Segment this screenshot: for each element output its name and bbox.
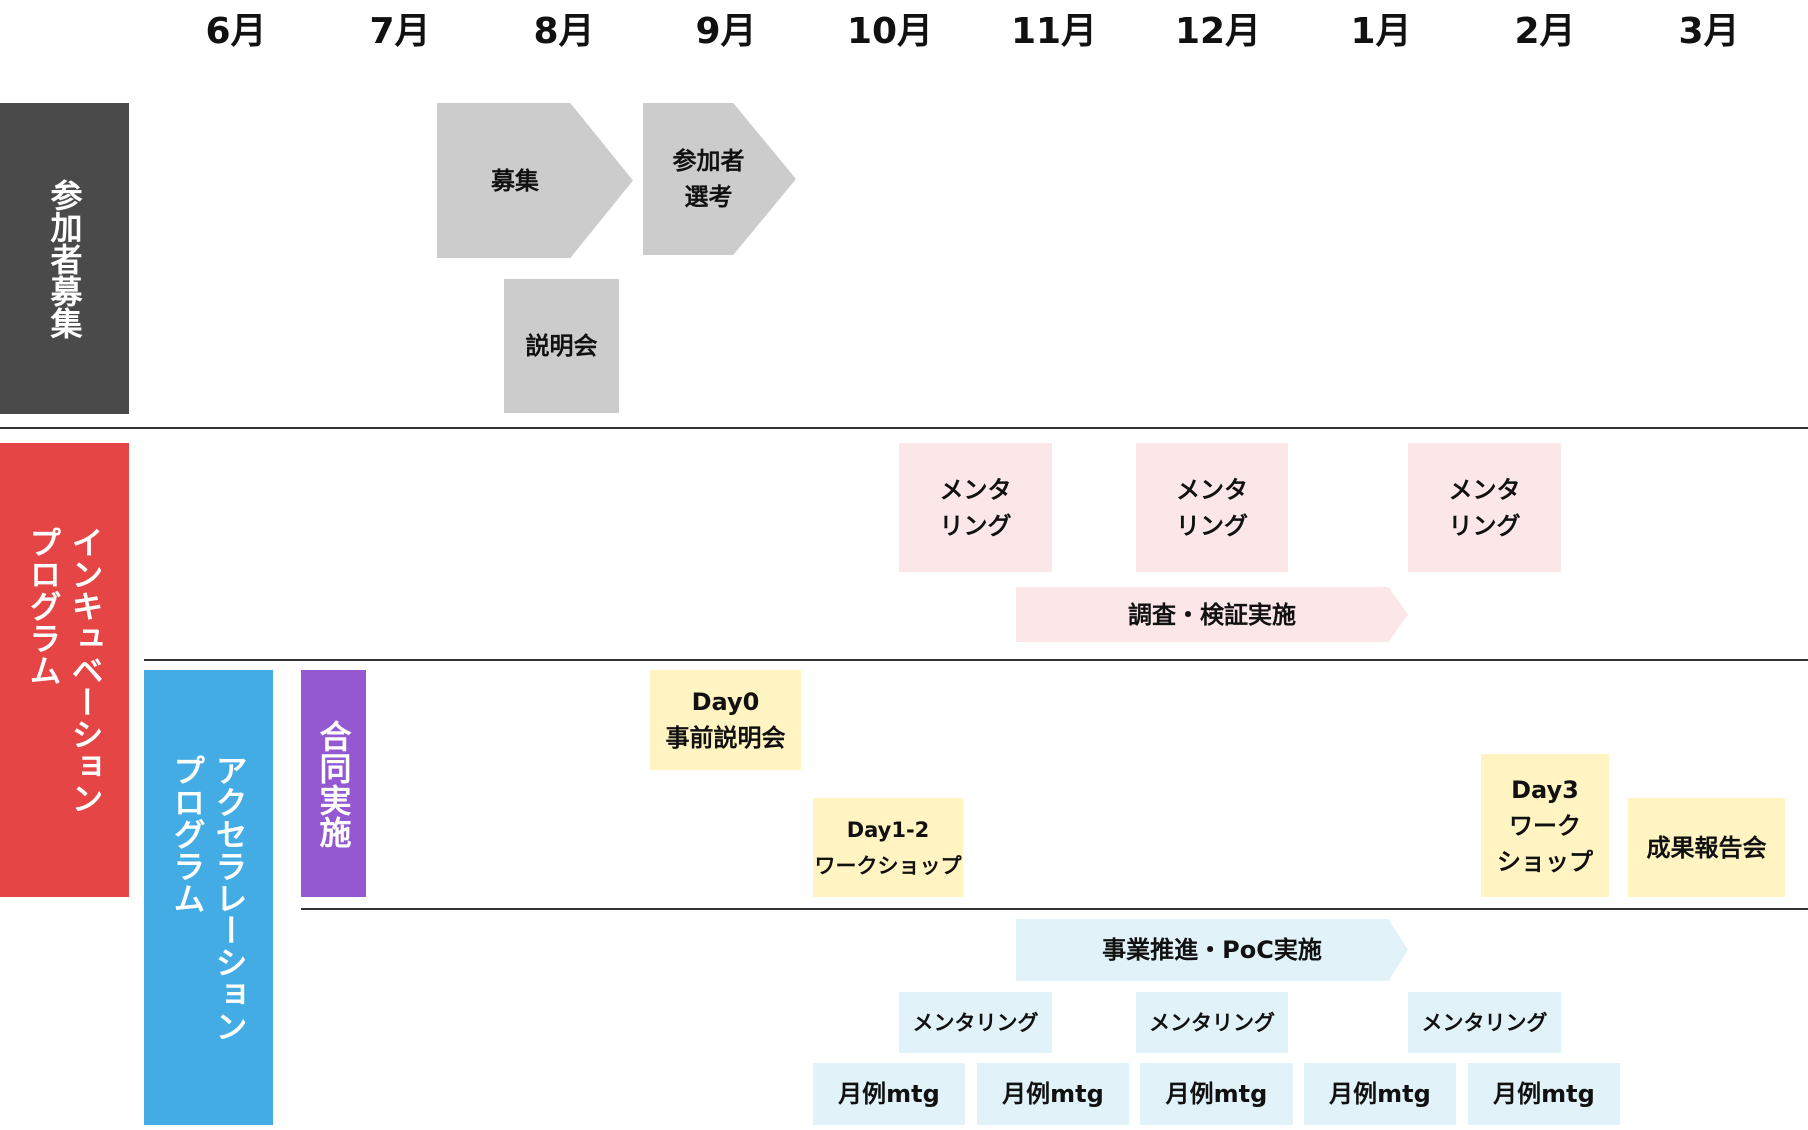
month-label: 6月 — [205, 11, 267, 52]
month-label: 1月 — [1350, 11, 1412, 52]
briefing-text: 説明会 — [525, 332, 598, 360]
mentoring-text: メンタリング — [1149, 1010, 1275, 1035]
monthly-meeting-text: 月例mtg — [1165, 1080, 1268, 1108]
incubation-section-label: インキュベーション プログラム — [0, 443, 129, 897]
monthly-meeting-box: 月例mtg — [1304, 1063, 1456, 1125]
section-divider — [301, 908, 1808, 910]
month-label: 7月 — [369, 11, 431, 52]
final-report-box: 成果報告会 — [1628, 798, 1785, 897]
month-label: 10月 — [846, 11, 934, 52]
briefing-box: 説明会 — [504, 279, 619, 413]
accelerator-label-line1: アクセラレーション — [210, 753, 249, 1042]
incubation-mentoring-box: メンタ リング — [1408, 443, 1561, 572]
recruit-arrow: 募集 — [437, 103, 633, 258]
day3-text: Day3 ワーク ショップ — [1497, 775, 1593, 876]
accelerator-mentoring-box: メンタリング — [899, 992, 1052, 1053]
monthly-meeting-text: 月例mtg — [1493, 1080, 1595, 1108]
recruit-section-label: 参加者募集 — [0, 103, 129, 414]
month-label: 12月 — [1174, 11, 1262, 52]
mentoring-text: メンタ リング — [1176, 475, 1248, 540]
month-label: 8月 — [533, 11, 595, 52]
monthly-meeting-box: 月例mtg — [1468, 1063, 1620, 1125]
month-label: 9月 — [695, 11, 757, 52]
joint-section-label: 合同実施 — [301, 670, 366, 897]
poc-arrow: 事業推進・PoC実施 — [1016, 919, 1408, 981]
accelerator-section-label: アクセラレーション プログラム — [144, 670, 273, 1125]
day0-text: Day0 事前説明会 — [665, 688, 786, 752]
selection-arrow-text: 参加者 選考 — [672, 147, 745, 211]
section-divider — [144, 659, 1808, 661]
incubation-mentoring-box: メンタ リング — [899, 443, 1052, 572]
incubation-label-line2: プログラム — [24, 526, 63, 686]
monthly-meeting-text: 月例mtg — [838, 1080, 940, 1108]
mentoring-text: メンタ リング — [1448, 475, 1521, 540]
joint-section-text: 合同実施 — [314, 719, 353, 848]
accelerator-mentoring-box: メンタリング — [1136, 992, 1288, 1053]
accelerator-mentoring-box: メンタリング — [1408, 992, 1561, 1053]
monthly-meeting-text: 月例mtg — [1329, 1080, 1431, 1108]
month-label: 2月 — [1514, 11, 1576, 52]
incubation-mentoring-box: メンタ リング — [1136, 443, 1288, 572]
day3-box: Day3 ワーク ショップ — [1481, 754, 1609, 897]
mentoring-text: メンタリング — [912, 1010, 1039, 1035]
accelerator-label-line2: プログラム — [168, 753, 207, 914]
monthly-meeting-box: 月例mtg — [1140, 1063, 1293, 1125]
recruit-section-text: 参加者募集 — [45, 178, 84, 339]
mentoring-text: メンタ リング — [939, 475, 1012, 540]
monthly-meeting-box: 月例mtg — [977, 1063, 1129, 1125]
mentoring-text: メンタリング — [1421, 1010, 1548, 1035]
research-text: 調査・検証実施 — [1128, 600, 1296, 629]
research-arrow: 調査・検証実施 — [1016, 587, 1408, 642]
day12-text: Day1-2 ワークショップ — [814, 817, 962, 878]
day12-box: Day1-2 ワークショップ — [813, 798, 963, 897]
poc-text: 事業推進・PoC実施 — [1102, 936, 1322, 964]
monthly-meeting-box: 月例mtg — [813, 1063, 965, 1125]
incubation-label-line1: インキュベーション — [66, 526, 105, 814]
month-label: 11月 — [1010, 11, 1098, 52]
recruit-arrow-text: 募集 — [491, 166, 539, 195]
monthly-meeting-text: 月例mtg — [1002, 1080, 1104, 1108]
day0-box: Day0 事前説明会 — [650, 670, 801, 770]
selection-arrow: 参加者 選考 — [643, 103, 796, 255]
final-report-text: 成果報告会 — [1646, 833, 1767, 862]
month-label: 3月 — [1678, 11, 1740, 52]
section-divider — [0, 427, 1808, 429]
